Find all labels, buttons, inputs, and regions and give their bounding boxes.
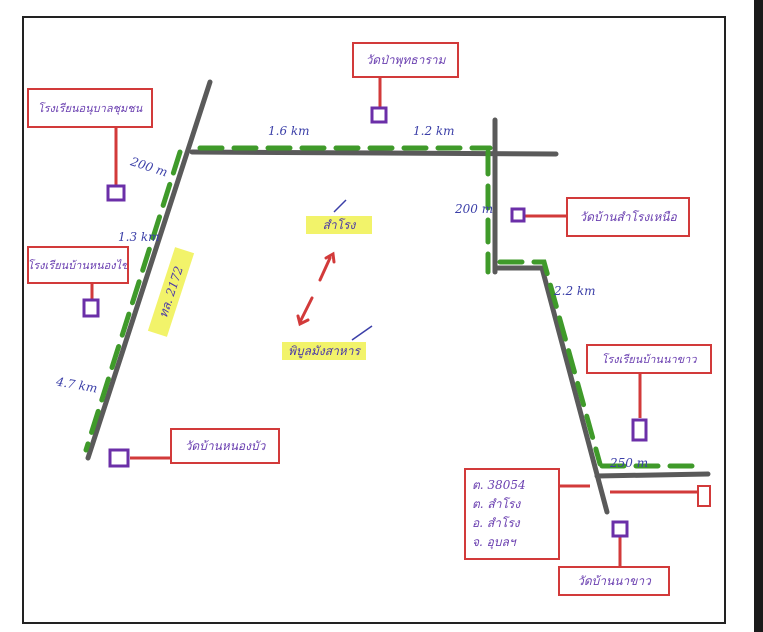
sign-school-ban-nong-khai: โรงเรียนบ้านหนองไข่ [27, 246, 129, 284]
distance-left-mid: 1.3 km [118, 230, 160, 244]
marker-wat-samrong-nuea [510, 207, 526, 223]
sign-school-ban-nakhao: โรงเรียนบ้านนาขาว [586, 344, 712, 374]
road-left-diagonal [85, 79, 213, 461]
road-bottom-right [594, 471, 711, 479]
address-line-2: ต. สำโรง [472, 497, 521, 511]
distance-right-upper: 200 m [455, 202, 494, 216]
sign-wat-ban-na-khao: วัดบ้านนาขาว [558, 566, 670, 596]
address-box: ต. 38054 ต. สำโรง อ. สำโรง จ. อุบลฯ [464, 468, 560, 560]
marker-school-nakhao [631, 418, 648, 442]
map-frame [22, 16, 726, 624]
center-label-south: พิบูลมังสาหาร [282, 342, 366, 360]
address-line-3: อ. สำโรง [472, 516, 520, 530]
arrow-south [298, 296, 314, 324]
arrowhead-south [296, 314, 310, 327]
marker-right-edge [697, 485, 711, 507]
sign-school-sirindhorn: โรงเรียนอนุบาลชุมชน [27, 88, 153, 128]
marker-wat-nong-bua [108, 448, 130, 468]
tick-north [333, 199, 347, 213]
arrowhead-north [324, 251, 336, 264]
sign-wat-ban-samrong-nuea: วัดบ้านสำโรงเหนือ [566, 197, 690, 237]
marker-school-nong-khai [82, 298, 100, 318]
center-label-north: สำโรง [306, 216, 372, 234]
road-network [85, 79, 711, 515]
route-path [83, 145, 699, 469]
road-top [189, 149, 559, 157]
center-ticks [333, 199, 373, 341]
distance-top-right: 1.2 km [413, 124, 455, 138]
address-line-4: จ. อุบลฯ [472, 535, 516, 549]
road-right-diagonal [492, 265, 610, 515]
tick-south [351, 325, 373, 341]
route-right-diagonal [497, 259, 603, 467]
marker-wat-pa-phut-tharam [370, 106, 388, 124]
distance-right-mid: 2.2 km [554, 284, 596, 298]
markers [82, 106, 648, 538]
arrow-north [318, 256, 332, 282]
scan-edge-bar [754, 0, 763, 632]
distance-right-lower: 250 m [610, 456, 649, 470]
marker-wat-na-khao [611, 520, 629, 538]
address-line-1: ต. 38054 [472, 478, 526, 492]
route-left [83, 149, 183, 453]
distance-top-left: 1.6 km [268, 124, 310, 138]
sign-wat-ban-nong-bua: วัดบ้านหนองบัว [170, 428, 280, 464]
connectors [90, 78, 698, 566]
sign-wat-pa-phut-tharam: วัดป่าพุทธาราม [352, 42, 459, 78]
direction-arrows [296, 251, 336, 327]
marker-school-sirindhorn [106, 184, 126, 202]
